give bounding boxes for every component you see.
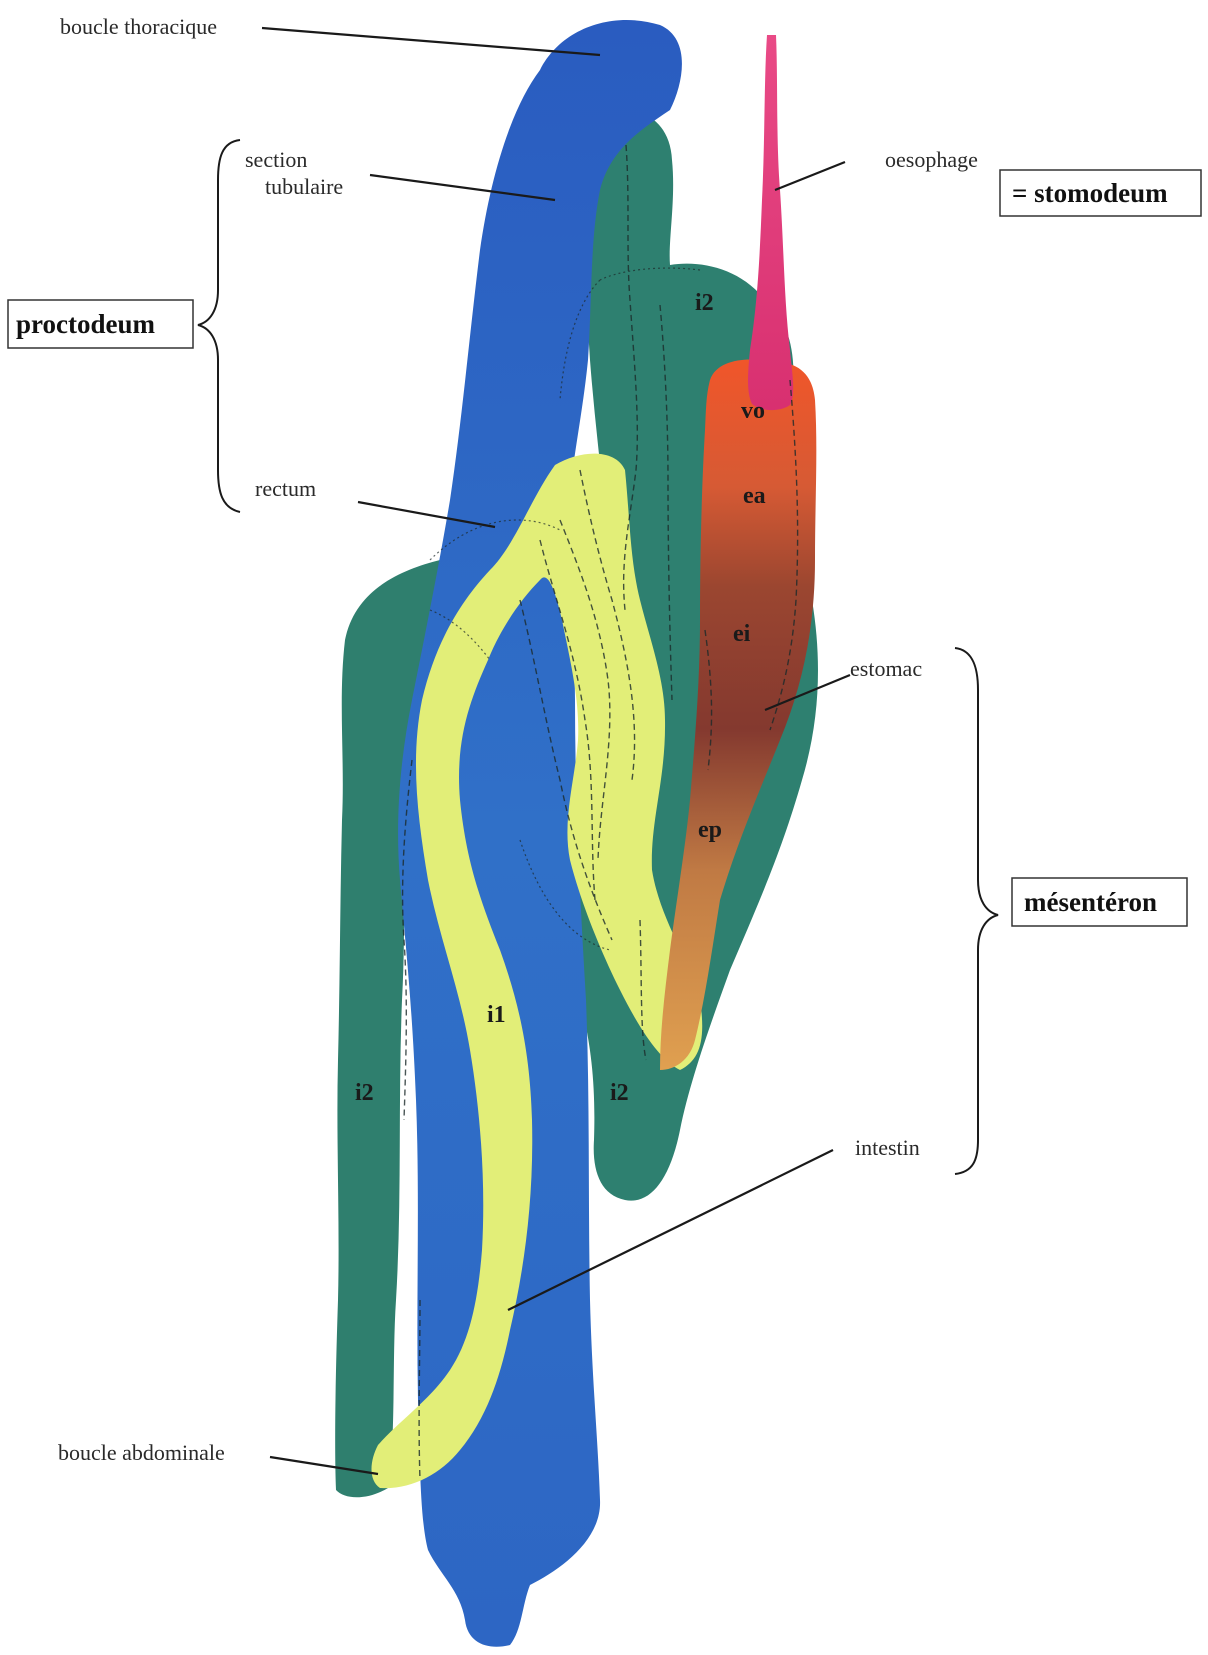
- label-intestin: intestin: [855, 1135, 920, 1160]
- label-boucle-thoracique: boucle thoracique: [60, 14, 217, 39]
- label-boucle-abdominale: boucle abdominale: [58, 1440, 225, 1465]
- label-tubulaire: tubulaire: [265, 174, 343, 199]
- mesenteron-text: mésentéron: [1024, 887, 1157, 917]
- label-section: section: [245, 147, 307, 172]
- proctodeum-text: proctodeum: [16, 309, 156, 339]
- label-i2-left: i2: [355, 1080, 374, 1106]
- box-mesenteron: mésentéron: [1012, 878, 1187, 926]
- label-ep: ep: [698, 817, 722, 843]
- label-i1: i1: [487, 1002, 506, 1028]
- stomodeum-text: = stomodeum: [1012, 178, 1168, 208]
- label-ei: ei: [733, 621, 751, 647]
- brace-mesenteron: [955, 648, 998, 1174]
- brace-proctodeum: [198, 140, 240, 512]
- label-i2-right: i2: [610, 1080, 629, 1106]
- label-ea: ea: [743, 483, 766, 509]
- label-estomac: estomac: [850, 656, 922, 681]
- label-vo: vo: [741, 398, 765, 424]
- label-oesophage: oesophage: [885, 147, 978, 172]
- label-rectum: rectum: [255, 476, 316, 501]
- box-stomodeum: = stomodeum: [1000, 170, 1201, 216]
- oesophage: [748, 35, 793, 410]
- label-i2-top: i2: [695, 290, 714, 316]
- box-proctodeum: proctodeum: [8, 300, 193, 348]
